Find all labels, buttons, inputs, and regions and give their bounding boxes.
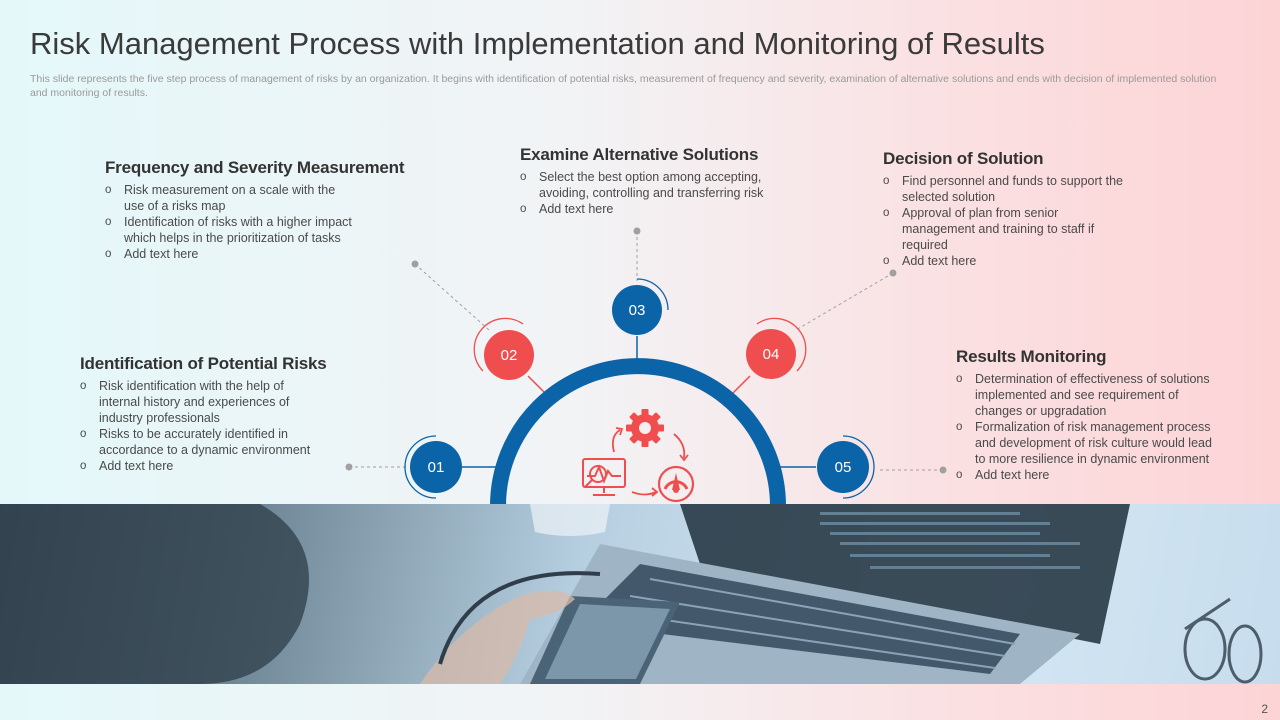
- leader-line-04: [795, 272, 894, 331]
- step-node-03: 03: [612, 285, 662, 335]
- leader-dot-03: [633, 227, 641, 235]
- step-bullets-02: Risk measurement on a scale with the use…: [105, 182, 357, 262]
- cable-shape: [438, 571, 601, 665]
- step-title-02: Frequency and Severity Measurement: [105, 158, 405, 177]
- bullet-item: Approval of plan from senior management …: [883, 205, 1128, 253]
- laptop-photo: [0, 504, 1280, 684]
- step-title-04: Decision of Solution: [883, 149, 1044, 168]
- bullet-item: Select the best option among accepting, …: [520, 169, 785, 201]
- step-block-03: Examine Alternative Solutions Select the…: [520, 145, 785, 217]
- bullet-item: Risk measurement on a scale with the use…: [105, 182, 357, 214]
- gear-icon: [626, 409, 664, 447]
- person-shape: [0, 504, 309, 684]
- leader-line-02: [414, 263, 490, 331]
- leader-dot-02: [411, 260, 419, 268]
- step-node-01: 01: [410, 441, 462, 493]
- bullet-item: Add text here: [520, 201, 785, 217]
- slide-title: Risk Management Process with Implementat…: [30, 26, 1045, 61]
- leader-dot-04: [889, 269, 897, 277]
- hand-shape: [420, 590, 575, 684]
- ring-02: [473, 317, 524, 372]
- gauge-icon: [657, 465, 695, 503]
- step-title-01: Identification of Potential Risks: [80, 354, 327, 373]
- glasses-shape: [1183, 597, 1263, 684]
- bullet-item: Formalization of risk management process…: [956, 419, 1218, 467]
- bullet-item: Find personnel and funds to support the …: [883, 173, 1128, 205]
- step-title-03: Examine Alternative Solutions: [520, 145, 759, 164]
- step-node-02: 02: [484, 330, 534, 380]
- bullet-item: Identification of risks with a higher im…: [105, 214, 357, 246]
- ring-01: [404, 435, 437, 499]
- step-bullets-04: Find personnel and funds to support the …: [883, 173, 1128, 269]
- page-number: 2: [1261, 702, 1268, 716]
- step-title-05: Results Monitoring: [956, 347, 1107, 366]
- step-node-04: 04: [746, 329, 796, 379]
- bullet-item: Risks to be accurately identified in acc…: [80, 426, 320, 458]
- step-bullets-01: Risk identification with the help of int…: [80, 378, 320, 474]
- cycle-arrows-icon: [611, 427, 689, 497]
- ring-05: [842, 435, 875, 499]
- bullet-item: Add text here: [105, 246, 357, 262]
- leader-dot-05: [939, 466, 947, 474]
- step-bullets-05: Determination of effectiveness of soluti…: [956, 371, 1218, 483]
- step-block-02: Frequency and Severity Measurement Risk …: [105, 158, 405, 262]
- cup-shape: [530, 504, 610, 536]
- bullet-item: Add text here: [956, 467, 1218, 483]
- step-block-04: Decision of Solution Find personnel and …: [883, 149, 1128, 269]
- step-block-01: Identification of Potential Risks Risk i…: [80, 354, 327, 474]
- bullet-item: Risk identification with the help of int…: [80, 378, 320, 426]
- bullet-item: Add text here: [80, 458, 320, 474]
- monitor-chart-icon: [582, 458, 626, 496]
- ring-03: [636, 278, 669, 311]
- ring-04: [756, 317, 807, 372]
- leader-dot-01: [345, 463, 353, 471]
- bullet-item: Add text here: [883, 253, 1128, 269]
- step-bullets-03: Select the best option among accepting, …: [520, 169, 785, 217]
- step-node-05: 05: [817, 441, 869, 493]
- laptop-illustration: [0, 504, 1263, 684]
- laptop-screen: [680, 504, 1130, 644]
- slide-subtitle: This slide represents the five step proc…: [30, 73, 1217, 99]
- bullet-item: Determination of effectiveness of soluti…: [956, 371, 1218, 419]
- process-arc: [490, 358, 786, 507]
- step-block-05: Results Monitoring Determination of effe…: [956, 347, 1218, 483]
